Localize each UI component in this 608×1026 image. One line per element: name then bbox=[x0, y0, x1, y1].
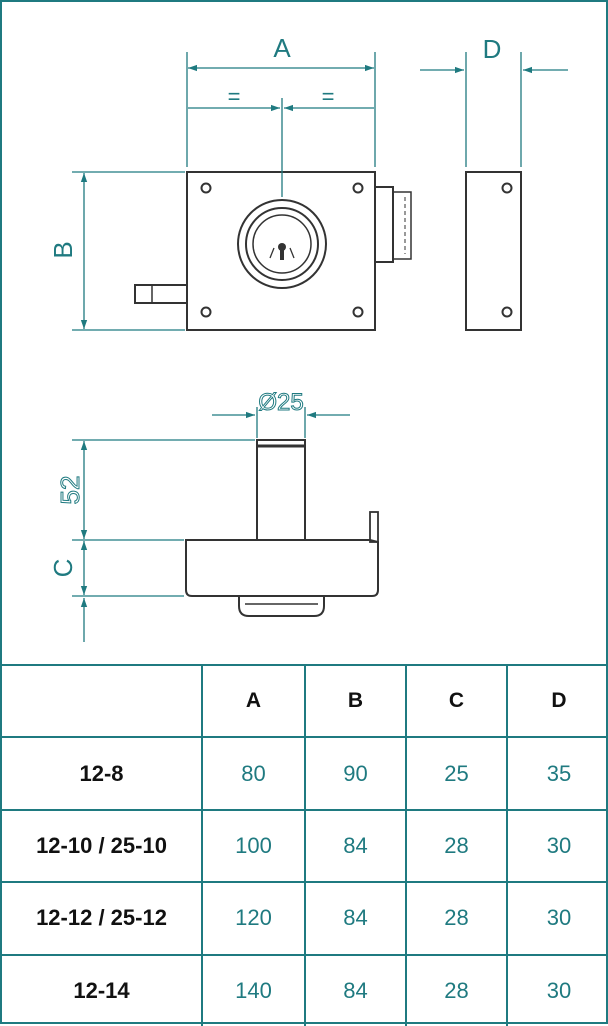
row-c: 28 bbox=[405, 953, 508, 1026]
row-c: 28 bbox=[405, 808, 508, 884]
label-a: A bbox=[273, 33, 291, 63]
cylinder-shaft bbox=[256, 439, 306, 541]
cylinder-outer bbox=[237, 199, 327, 289]
screw-top-right bbox=[352, 182, 364, 194]
table-row: 12-8 80 90 25 35 bbox=[2, 736, 608, 811]
header-c: C bbox=[405, 663, 508, 739]
table-row: 12-12 / 25-12 120 84 28 30 bbox=[2, 881, 608, 956]
row-d: 30 bbox=[506, 808, 608, 884]
row-b: 90 bbox=[304, 736, 407, 811]
latch-bolt bbox=[134, 284, 188, 304]
header-model bbox=[2, 663, 203, 739]
row-d: 35 bbox=[506, 736, 608, 811]
label-d: D bbox=[483, 34, 502, 64]
row-model: 12-12 / 25-12 bbox=[2, 881, 203, 956]
label-b: B bbox=[48, 241, 78, 258]
row-b: 84 bbox=[304, 881, 407, 956]
row-b: 84 bbox=[304, 953, 407, 1026]
row-model: 12-10 / 25-10 bbox=[2, 808, 203, 884]
label-equal-right: = bbox=[322, 84, 335, 109]
front-view bbox=[134, 171, 412, 331]
label-52: 52 bbox=[55, 476, 85, 505]
table-row: 12-10 / 25-10 100 84 28 30 bbox=[2, 808, 608, 884]
bottom-dimension-lines bbox=[72, 407, 350, 642]
row-a: 100 bbox=[201, 808, 306, 884]
side-bolt bbox=[374, 186, 394, 263]
body-profile bbox=[185, 539, 379, 597]
header-d: D bbox=[506, 663, 608, 739]
label-c: C bbox=[48, 559, 78, 578]
header-a: A bbox=[201, 663, 306, 739]
row-c: 28 bbox=[405, 881, 508, 956]
row-a: 80 bbox=[201, 736, 306, 811]
header-b: B bbox=[304, 663, 407, 739]
row-d: 30 bbox=[506, 881, 608, 956]
label-equal-left: = bbox=[228, 84, 241, 109]
side-view bbox=[465, 171, 522, 331]
side-plate bbox=[465, 171, 522, 331]
label-diameter: Ø25 bbox=[258, 389, 303, 416]
row-d: 30 bbox=[506, 953, 608, 1026]
keyhole-icon bbox=[269, 243, 295, 260]
row-a: 140 bbox=[201, 953, 306, 1026]
table-header-row: A B C D bbox=[2, 663, 608, 739]
row-b: 84 bbox=[304, 808, 407, 884]
screw-top-left bbox=[200, 182, 212, 194]
screw-bottom-right bbox=[352, 306, 364, 318]
dimensions-table: A B C D 12-8 80 90 25 35 12-10 / 25-10 1… bbox=[2, 663, 608, 1026]
row-model: 12-8 bbox=[2, 736, 203, 811]
technical-drawing: A = = D B bbox=[48, 33, 568, 642]
cylinder-inner bbox=[245, 207, 319, 281]
table-row: 12-14 140 84 28 30 bbox=[2, 953, 608, 1026]
bottom-view bbox=[185, 439, 379, 617]
dimension-lines bbox=[72, 52, 568, 331]
screw-bottom-left bbox=[200, 306, 212, 318]
row-c: 25 bbox=[405, 736, 508, 811]
row-model: 12-14 bbox=[2, 953, 203, 1026]
knob bbox=[238, 596, 325, 617]
row-a: 120 bbox=[201, 881, 306, 956]
